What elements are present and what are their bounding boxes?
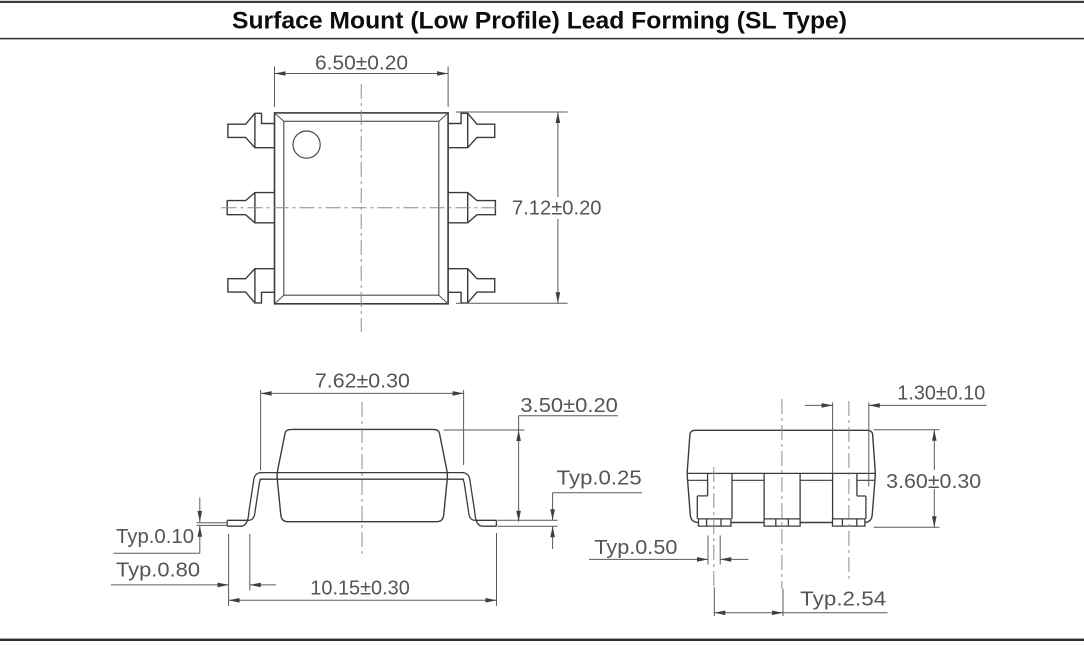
svg-text:Typ.2.54: Typ.2.54	[800, 589, 886, 611]
svg-text:Typ.0.25: Typ.0.25	[557, 468, 642, 490]
svg-text:Surface Mount (Low Profile) Le: Surface Mount (Low Profile) Lead Forming…	[232, 7, 847, 34]
svg-text:1.30±0.10: 1.30±0.10	[897, 383, 985, 405]
svg-text:Typ.0.50: Typ.0.50	[594, 537, 677, 559]
svg-text:10.15±0.30: 10.15±0.30	[310, 578, 410, 600]
svg-text:6.50±0.20: 6.50±0.20	[315, 52, 408, 74]
svg-text:Typ.0.10: Typ.0.10	[116, 526, 194, 548]
svg-text:3.60±0.30: 3.60±0.30	[886, 471, 981, 493]
svg-text:7.62±0.30: 7.62±0.30	[315, 370, 410, 392]
svg-text:7.12±0.20: 7.12±0.20	[512, 198, 602, 220]
svg-text:Typ.0.80: Typ.0.80	[116, 560, 200, 582]
svg-text:3.50±0.20: 3.50±0.20	[520, 395, 618, 417]
